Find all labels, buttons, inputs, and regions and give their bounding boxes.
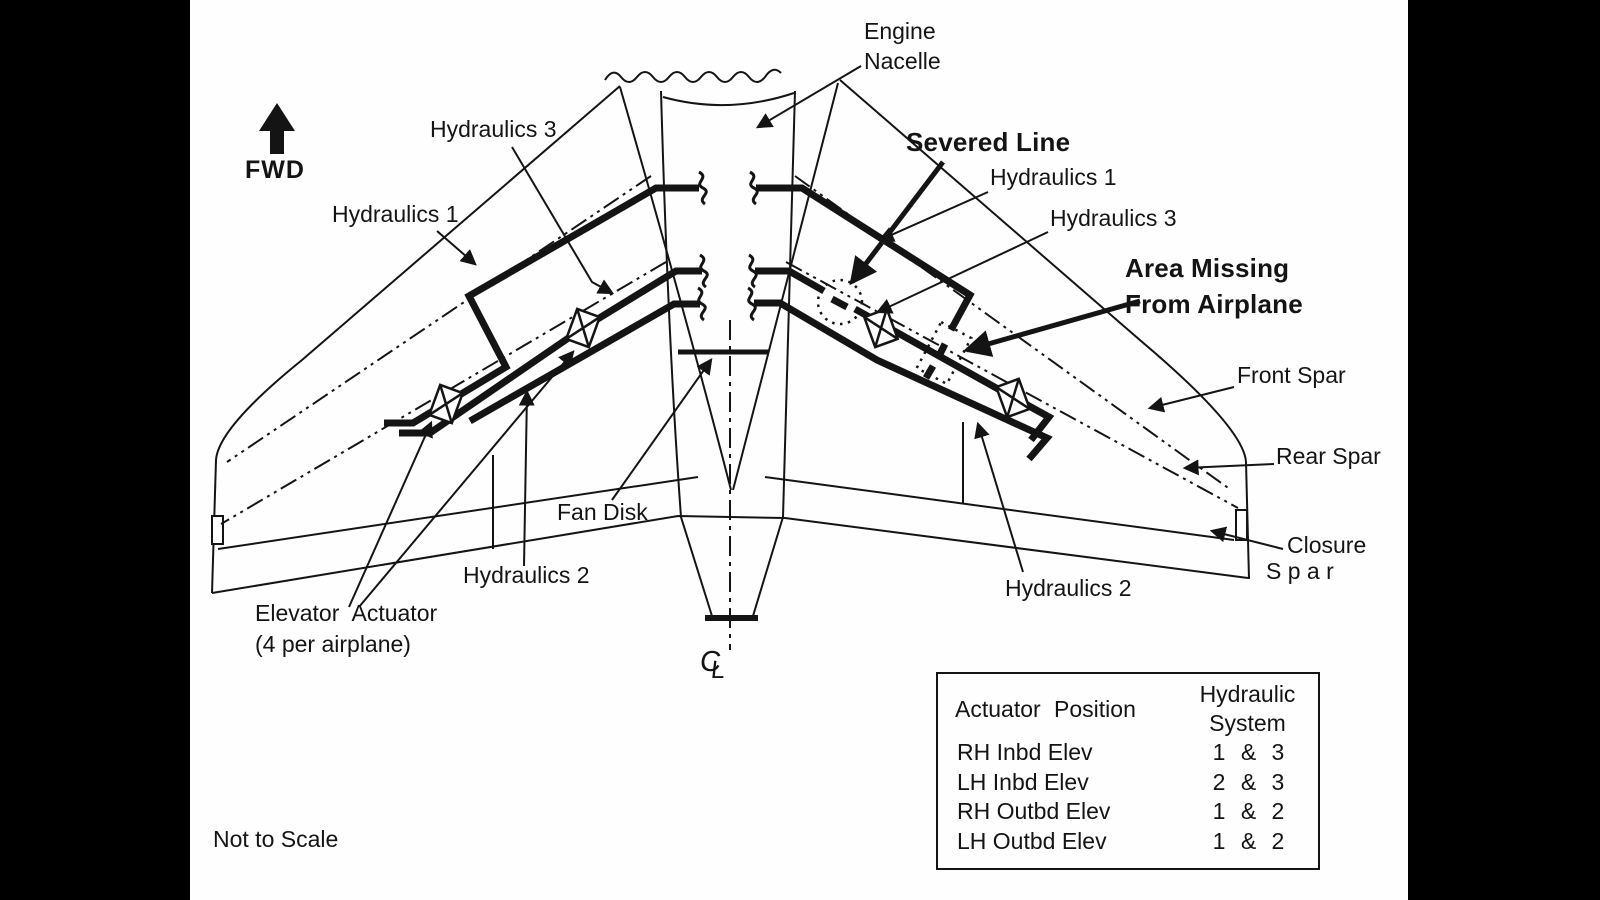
actuator-symbol-rh-inbd <box>862 307 900 349</box>
actuator-position-cell: RH Inbd Elev <box>957 739 1093 765</box>
severed-line-marker-circle <box>816 278 864 326</box>
table-row: RH Outbd Elev 1 & 2 <box>938 797 1318 827</box>
fan-disk-label: Fan Disk <box>557 499 648 525</box>
actuator-position-cell: LH Outbd Elev <box>957 827 1107 854</box>
elevator-actuator-label: Elevator Actuator (4 per airplane) <box>255 600 438 657</box>
front-spar-leader <box>1147 386 1235 413</box>
actuator-symbol-lh-inbd <box>564 307 602 349</box>
left-hinge-line <box>217 476 699 550</box>
hydraulics-3-right-leader <box>875 231 1049 314</box>
stabilizer-outline <box>211 68 1250 621</box>
elevator-actuator-leader-1 <box>348 420 433 608</box>
right-leading-edge <box>839 79 1250 580</box>
hydraulic-system-cell: 1 & 2 <box>1212 798 1285 824</box>
table-header-actuator-position: Actuator Position <box>955 696 1136 722</box>
nacelle-right-wall <box>752 90 796 617</box>
actuator-symbol-lh-outbd <box>427 383 465 425</box>
actuator-hydraulic-table: Actuator Position Hydraulic System RH In… <box>936 672 1320 870</box>
hydraulic-system-cell: 1 & 2 <box>1212 827 1285 854</box>
front-spar-label: Front Spar <box>1237 362 1346 388</box>
elevator-actuator-symbols <box>427 307 1032 425</box>
hydraulics-1-left-label: Hydraulics 1 <box>332 201 459 227</box>
left-front-spar-line <box>226 175 652 463</box>
actuator-position-cell: RH Outbd Elev <box>957 798 1111 824</box>
line-break-squiggles <box>697 170 759 322</box>
area-missing-marker-box <box>915 320 973 386</box>
closure-spar-label-line1: Closure <box>1287 532 1367 558</box>
severed-line-stub <box>830 295 849 311</box>
right-root-line <box>732 82 839 491</box>
severed-line-leader <box>849 160 945 286</box>
right-hydraulic-line-2a <box>755 267 826 295</box>
label-leaders <box>348 65 1284 608</box>
hydraulics-2-right-label: Hydraulics 2 <box>1005 575 1132 601</box>
hydraulics-2-left-leader <box>518 389 535 567</box>
table-row: LH Outbd Elev 1 & 2 <box>938 827 1318 857</box>
hydraulics-1-right-label: Hydraulics 1 <box>990 164 1117 190</box>
table-header-hydraulic-system: Hydraulic System <box>1199 681 1296 736</box>
hydraulics-3-right-label: Hydraulics 3 <box>1050 205 1177 231</box>
rear-spar-leader <box>1182 459 1275 476</box>
fwd-arrow-icon <box>259 103 295 154</box>
hydraulic-system-cell: 1 & 3 <box>1212 739 1285 765</box>
table-row: LH Inbd Elev 2 & 3 <box>938 768 1318 798</box>
severed-line-label: Severed Line <box>906 127 1071 157</box>
table-row: RH Inbd Elev 1 & 3 <box>938 738 1318 768</box>
hydraulics-1-right-leader <box>877 191 989 242</box>
right-hydraulic-line-1b <box>922 364 937 380</box>
hydraulics-1-left-leader <box>436 230 477 266</box>
hydraulics-3-left-label: Hydraulics 3 <box>430 116 557 142</box>
right-hydraulic-line-3 <box>754 299 1053 462</box>
nacelle-inlet-arc <box>662 92 795 107</box>
nacelle-left-wall <box>660 90 713 617</box>
elevator-actuator-leader-2 <box>358 350 575 608</box>
rear-spar-label: Rear Spar <box>1276 443 1381 469</box>
right-tip-notch <box>1235 509 1248 541</box>
hydraulic-lines <box>384 184 1055 462</box>
table-header: Actuator Position Hydraulic System <box>938 674 1318 738</box>
left-tip-notch <box>211 515 224 545</box>
fuselage-break-wavy-line <box>604 68 782 83</box>
left-leading-edge <box>211 85 621 594</box>
hydraulic-system-cell: 2 & 3 <box>1212 768 1285 795</box>
engine-nacelle-leader <box>755 65 862 129</box>
actuator-position-cell: LH Inbd Elev <box>957 768 1089 795</box>
fwd-label: FWD <box>245 156 305 184</box>
centerline-symbol: C L <box>698 646 727 684</box>
left-hydraulic-line-3 <box>468 300 700 425</box>
area-missing-leader <box>963 298 1141 357</box>
left-root-line <box>619 86 732 491</box>
actuator-symbol-rh-outbd <box>994 377 1032 419</box>
closure-spar-label-line2: S p a r <box>1266 558 1334 584</box>
hydraulics-2-left-label: Hydraulics 2 <box>463 562 590 588</box>
engine-nacelle-label: Engine Nacelle <box>864 18 941 74</box>
hydraulics-3-left-leader <box>511 146 615 295</box>
area-missing-label: Area Missing From Airplane <box>1125 253 1303 319</box>
hydraulics-2-right-leader <box>974 421 1024 573</box>
not-to-scale-label: Not to Scale <box>213 826 339 852</box>
closure-spar-leader <box>1209 526 1284 550</box>
right-hinge-line <box>764 476 1235 541</box>
left-hydraulic-line-1 <box>384 184 699 427</box>
fan-disk-leader <box>611 358 713 501</box>
